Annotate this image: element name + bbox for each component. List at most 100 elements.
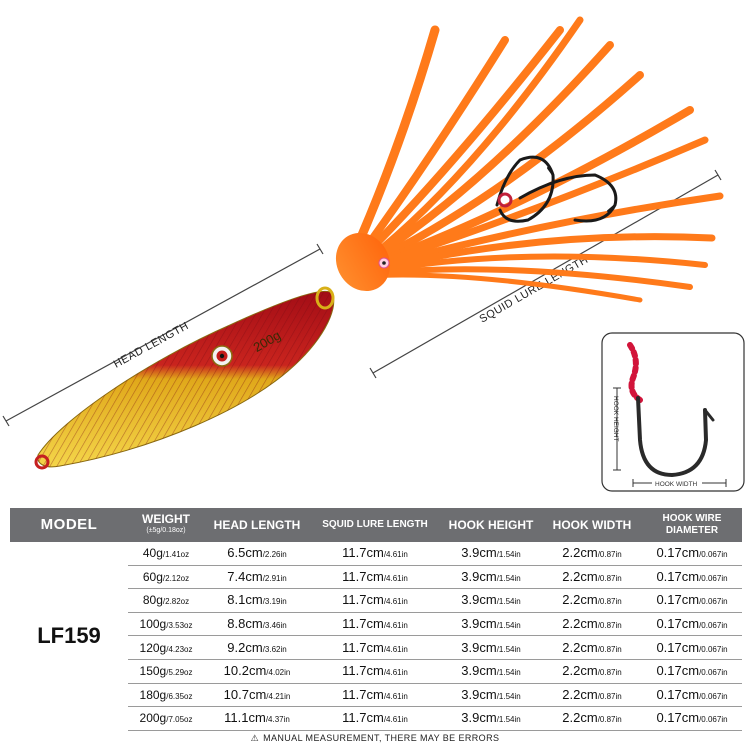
cell-wire-diameter: 0.17cm/0.067in — [642, 659, 742, 684]
cell-weight-oz: /6.35oz — [166, 691, 193, 701]
cell-head-in: /3.19in — [262, 597, 287, 607]
cell-weight-oz: /2.12oz — [162, 573, 190, 583]
hook-height-label: HOOK HEIGHT — [612, 396, 619, 442]
cell-head-cm: 10.2cm — [223, 663, 267, 679]
cell-head-in: /4.02in — [266, 668, 291, 678]
col-header-weight-label: WEIGHT — [142, 512, 190, 526]
cell-hw-in: /0.87in — [597, 691, 622, 701]
cell-hw-cm: 2.2cm — [562, 545, 598, 561]
cell-head-in: /4.21in — [266, 691, 291, 701]
cell-hook-height: 3.9cm/1.54in — [440, 635, 542, 660]
cell-squid-length: 11.7cm/4.61in — [310, 706, 440, 731]
cell-head-in: /3.46in — [262, 621, 287, 631]
table-row: 150g/5.29oz 10.2cm/4.02in 11.7cm/4.61in … — [10, 659, 742, 684]
cell-hh-cm: 3.9cm — [461, 616, 497, 632]
cell-squid-in: /4.61in — [383, 715, 408, 725]
cell-squid-in: /4.61in — [383, 621, 408, 631]
cell-weight-g: 180g — [139, 687, 167, 702]
cell-hook-height: 3.9cm/1.54in — [440, 588, 542, 613]
table-row: 100g/3.53oz 8.8cm/3.46in 11.7cm/4.61in 3… — [10, 612, 742, 637]
squid-skirt-icon — [347, 16, 724, 303]
cell-weight: 180g/6.35oz — [128, 683, 204, 708]
cell-wd-in: /0.067in — [699, 644, 728, 654]
cell-squid-length: 11.7cm/4.61in — [310, 659, 440, 684]
col-header-weight: WEIGHT (±5g/0.18oz) — [128, 508, 204, 542]
cell-wd-cm: 0.17cm — [656, 616, 700, 632]
cell-squid-cm: 11.7cm — [342, 568, 384, 584]
cell-hw-cm: 2.2cm — [562, 663, 598, 679]
cell-wd-cm: 0.17cm — [656, 568, 700, 584]
model-cell: LF159 — [37, 623, 101, 649]
cell-squid-length: 11.7cm/4.61in — [310, 635, 440, 660]
cell-head-cm: 8.8cm — [227, 616, 263, 632]
cell-hw-in: /0.87in — [597, 597, 622, 607]
cell-head-in: /4.37in — [265, 715, 290, 725]
col-header-model: MODEL — [10, 508, 128, 542]
cell-weight-g: 80g — [142, 593, 163, 608]
cell-squid-cm: 11.7cm — [342, 545, 384, 561]
cell-wd-in: /0.067in — [699, 621, 728, 631]
cell-weight: 60g/2.12oz — [128, 565, 204, 590]
cell-wire-diameter: 0.17cm/0.067in — [642, 542, 742, 566]
cell-squid-in: /4.61in — [383, 597, 408, 607]
cell-head-length: 7.4cm/2.91in — [204, 565, 310, 590]
cell-hook-width: 2.2cm/0.87in — [542, 706, 642, 731]
cell-hw-in: /0.87in — [597, 550, 622, 560]
squid-head-icon — [335, 232, 391, 292]
cell-weight-g: 120g — [139, 640, 167, 655]
cell-wire-diameter: 0.17cm/0.067in — [642, 635, 742, 660]
cell-hh-in: /1.54in — [496, 715, 521, 725]
footnote: ⚠MANUAL MEASUREMENT, THERE MAY BE ERRORS — [0, 733, 750, 744]
cell-head-length: 11.1cm/4.37in — [204, 706, 310, 731]
treble-hook-icon — [495, 155, 618, 223]
table-row: LF159 40g/1.41oz 6.5cm/2.26in 11.7cm/4.6… — [10, 542, 742, 648]
cell-weight: 80g/2.82oz — [128, 588, 204, 613]
table-row: 80g/2.82oz 8.1cm/3.19in 11.7cm/4.61in 3.… — [10, 588, 742, 613]
table-row: 180g/6.35oz 10.7cm/4.21in 11.7cm/4.61in … — [10, 683, 742, 708]
cell-hw-cm: 2.2cm — [562, 592, 598, 608]
col-header-hook-height: HOOK HEIGHT — [440, 508, 542, 542]
cell-weight-oz: /5.29oz — [166, 668, 193, 678]
cell-head-in: /3.62in — [262, 644, 287, 654]
cell-squid-cm: 11.7cm — [342, 616, 384, 632]
cell-squid-in: /4.61in — [383, 573, 408, 583]
cell-head-cm: 11.1cm — [224, 710, 266, 726]
cell-squid-in: /4.61in — [383, 644, 408, 654]
cell-weight-g: 150g — [139, 664, 167, 679]
cell-hh-in: /1.54in — [496, 644, 521, 654]
table-row: 200g/7.05oz 11.1cm/4.37in 11.7cm/4.61in … — [10, 706, 742, 731]
cell-weight-oz: /3.53oz — [166, 621, 193, 631]
table-row: 120g/4.23oz 9.2cm/3.62in 11.7cm/4.61in 3… — [10, 635, 742, 660]
cell-hw-in: /0.87in — [597, 715, 622, 725]
cell-wd-cm: 0.17cm — [656, 639, 700, 655]
spec-table: MODEL WEIGHT (±5g/0.18oz) HEAD LENGTH SQ… — [10, 508, 742, 731]
cell-wire-diameter: 0.17cm/0.067in — [642, 683, 742, 708]
cell-squid-cm: 11.7cm — [342, 710, 384, 726]
col-header-hook-width: HOOK WIDTH — [542, 508, 642, 542]
cell-wd-in: /0.067in — [699, 691, 728, 701]
spec-table-body: LF159 40g/1.41oz 6.5cm/2.26in 11.7cm/4.6… — [10, 542, 742, 731]
cell-weight-g: 60g — [142, 569, 163, 584]
cell-wire-diameter: 0.17cm/0.067in — [642, 612, 742, 637]
cell-hook-height: 3.9cm/1.54in — [440, 683, 542, 708]
cell-squid-cm: 11.7cm — [342, 639, 384, 655]
cell-squid-length: 11.7cm/4.61in — [310, 683, 440, 708]
col-header-hook-wire-diameter: HOOK WIRE DIAMETER — [642, 508, 742, 542]
cell-squid-length: 11.7cm/4.61in — [310, 542, 440, 566]
cell-squid-in: /4.61in — [383, 550, 408, 560]
cell-head-length: 6.5cm/2.26in — [204, 542, 310, 566]
cell-weight-g: 100g — [139, 617, 167, 632]
table-header-row: MODEL WEIGHT (±5g/0.18oz) HEAD LENGTH SQ… — [10, 508, 742, 542]
cell-head-length: 9.2cm/3.62in — [204, 635, 310, 660]
cell-weight-g: 40g — [142, 546, 163, 561]
cell-head-length: 10.2cm/4.02in — [204, 659, 310, 684]
cell-wd-cm: 0.17cm — [656, 710, 700, 726]
cell-hw-in: /0.87in — [597, 668, 622, 678]
cell-wd-cm: 0.17cm — [656, 592, 700, 608]
cell-head-cm: 8.1cm — [227, 592, 263, 608]
cell-hook-width: 2.2cm/0.87in — [542, 542, 642, 566]
cell-wd-in: /0.067in — [699, 715, 728, 725]
cell-hh-in: /1.54in — [496, 691, 521, 701]
table-row: 60g/2.12oz 7.4cm/2.91in 11.7cm/4.61in 3.… — [10, 565, 742, 590]
cell-head-cm: 7.4cm — [227, 568, 263, 584]
